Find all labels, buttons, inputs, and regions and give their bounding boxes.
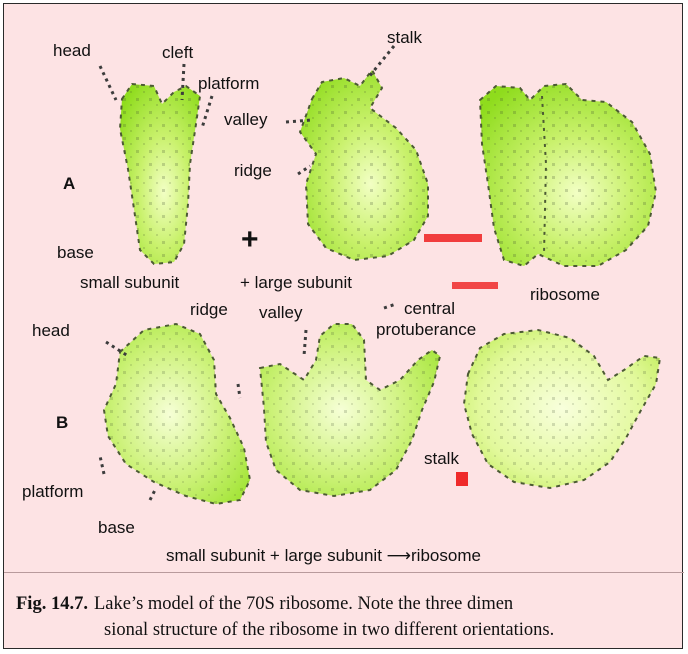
plus-sign: +	[241, 223, 259, 256]
label-valley-a: valley	[224, 110, 268, 129]
red-arrow-central	[452, 282, 498, 289]
label-base-b: base	[98, 518, 135, 537]
caption-line-1: Lake’s model of the 70S ribosome. Note t…	[93, 594, 514, 614]
caption-divider	[4, 572, 684, 573]
label-head-a: head	[53, 41, 91, 60]
label-valley-b: valley	[259, 303, 303, 322]
red-marker-stalk	[456, 472, 468, 486]
label-cleft: cleft	[162, 43, 194, 62]
label-stalk-a: stalk	[387, 28, 422, 47]
red-arrow-a	[424, 234, 482, 242]
figure-caption: Fig. 14.7.Lake’s model of the 70S riboso…	[16, 591, 680, 643]
label-ribosome-a: ribosome	[530, 285, 600, 304]
label-platform-b: platform	[22, 482, 84, 501]
label-large-subunit: + large subunit	[240, 273, 352, 292]
equation-line: small subunit + large subunit ⟶ribosome	[166, 546, 481, 565]
label-small-subunit: small subunit	[80, 273, 180, 292]
label-central: central	[404, 299, 456, 318]
label-ridge-a: ridge	[234, 161, 272, 180]
caption-line-2: sional structure of the ribosome in two …	[104, 620, 555, 640]
label-base-a: base	[57, 243, 94, 262]
figure-frame: A head cleft platform stalk valley ridge…	[3, 3, 684, 649]
panel-a-letter: A	[63, 174, 76, 193]
panel-b-letter: B	[56, 413, 69, 432]
label-ridge-b: ridge	[190, 300, 228, 319]
label-head-b: head	[32, 321, 70, 340]
label-pointers	[98, 45, 397, 501]
ribosome-illustration	[98, 45, 662, 506]
label-stalk-b: stalk	[424, 449, 459, 468]
label-protuberance: protuberance	[376, 320, 477, 339]
label-platform-a: platform	[198, 74, 260, 93]
figure-number: Fig. 14.7.	[16, 594, 88, 614]
